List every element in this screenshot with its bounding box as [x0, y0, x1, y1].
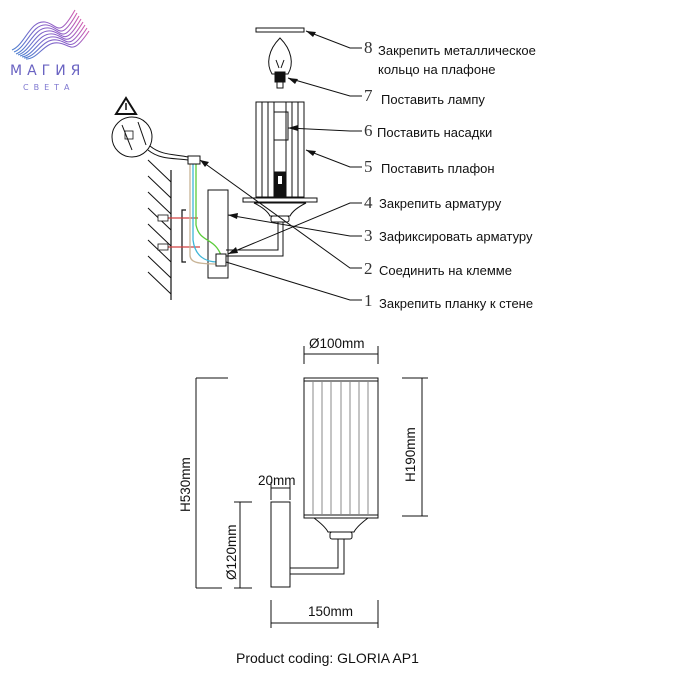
step-8-text-line2: кольцо на плафоне — [378, 62, 496, 77]
step-2-text: Соединить на клемме — [379, 263, 512, 278]
backplate — [207, 189, 229, 279]
logo-name: МАГИЯ — [10, 63, 86, 79]
logo-subtitle: СВЕТА — [23, 83, 75, 92]
step-8-text: Закрепить металлическое — [378, 43, 536, 58]
step-3-number: 3 — [364, 226, 373, 245]
shade-top — [255, 101, 305, 198]
product-coding: Product coding: GLORIA AP1 — [236, 650, 419, 666]
logo-waves-icon — [11, 9, 90, 60]
dim-shade-diameter: Ø100mm — [309, 336, 365, 351]
step-5-number: 5 — [364, 157, 373, 176]
wall-screws — [157, 214, 200, 251]
dim-projection: 150mm — [308, 604, 354, 619]
dim-backplate-diameter: Ø120mm — [224, 524, 239, 580]
step-4-text: Закрепить арматуру — [379, 196, 502, 211]
step-5-text: Поставить плафон — [381, 161, 495, 176]
dim-backplate-width: 20mm — [258, 473, 296, 488]
dimension-drawing — [195, 346, 428, 628]
lamp-bulb-icon — [268, 37, 292, 89]
terminal-block — [215, 253, 227, 267]
step-6-number: 6 — [364, 121, 373, 140]
step-2-number: 2 — [364, 259, 373, 278]
step-8-number: 8 — [364, 38, 373, 57]
shade-insert — [273, 111, 289, 141]
wiring — [189, 162, 223, 265]
dim-shade-height: H190mm — [403, 427, 418, 482]
step-7-number: 7 — [364, 86, 373, 105]
metal-ring — [255, 27, 305, 33]
step-1-text: Закрепить планку к стене — [379, 296, 534, 311]
step-3-text: Зафиксировать арматуру — [379, 229, 533, 244]
dim-total-height: H530mm — [178, 457, 193, 512]
leader-lines — [199, 30, 362, 301]
step-4-number: 4 — [364, 193, 373, 212]
warning-icon — [114, 96, 138, 115]
step-1-number: 1 — [364, 291, 373, 310]
step-7-text: Поставить лампу — [381, 92, 485, 107]
step-6-text: Поставить насадки — [377, 125, 493, 140]
terminal-detail-bubble — [111, 116, 189, 161]
terminal-block-top — [187, 155, 201, 165]
